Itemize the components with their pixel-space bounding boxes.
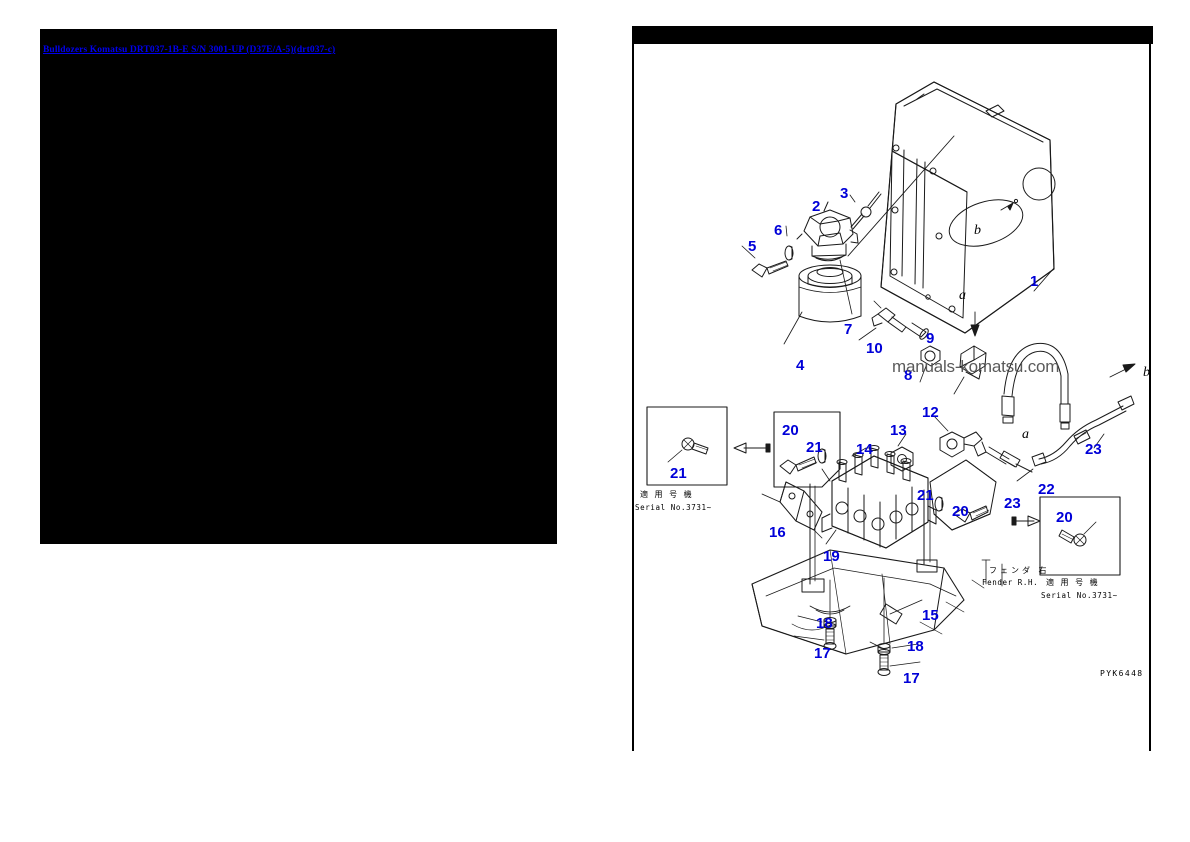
hydraulic-tank-body [847, 81, 1056, 334]
drawing-code: PYK6448 [1100, 669, 1144, 678]
callout-10: 10 [866, 340, 883, 357]
parts-line-art [646, 81, 1136, 676]
joint-12-13 [890, 415, 1033, 473]
serial-note-right-jp: 適 用 号 機 [1046, 578, 1100, 587]
control-valve-assembly [821, 445, 937, 549]
serial-note-left-jp: 適 用 号 機 [640, 490, 694, 499]
inset-box-middle [733, 411, 841, 488]
filter-head-assembly [796, 201, 859, 262]
callout-4: 4 [796, 357, 805, 374]
serial-note-left-en: Serial No.3731~ [635, 503, 712, 512]
dipstick-rod [849, 191, 882, 230]
callout-13: 13 [890, 422, 907, 439]
fender-plate [751, 549, 965, 655]
callout-1: 1 [1030, 273, 1039, 290]
callout-18-left: 18 [816, 615, 833, 632]
callout-17-left: 17 [814, 645, 831, 662]
callout-22: 22 [1038, 481, 1055, 498]
callout-19: 19 [823, 548, 840, 565]
callout-21-middle-inset: 21 [806, 439, 823, 456]
callout-7: 7 [844, 321, 853, 338]
callout-20-right-inset: 20 [1056, 509, 1073, 526]
callout-21-valve: 21 [917, 487, 934, 504]
section-letter-a-upper: a [959, 288, 966, 303]
serial-note-right-en: Serial No.3731~ [1041, 591, 1118, 600]
hose-fittings [858, 300, 987, 395]
right-bracket-fasteners [916, 459, 997, 573]
callout-5: 5 [748, 238, 757, 255]
callout-14: 14 [856, 441, 873, 458]
parts-diagram-frame: 5 6 2 3 1 4 7 10 8 9 12 13 14 20 21 21 2… [632, 26, 1153, 751]
callout-15: 15 [922, 607, 939, 624]
callout-18-right: 18 [907, 638, 924, 655]
callout-8: 8 [904, 367, 913, 384]
callout-20-valve: 20 [952, 503, 969, 520]
washer-bolt-left [793, 579, 837, 650]
inset-box-left [646, 406, 728, 486]
fender-callout-lines [971, 559, 1003, 589]
fender-note-en: Fender R.H. [982, 578, 1039, 587]
filter-element [783, 259, 862, 345]
callout-23-lower: 23 [1004, 495, 1021, 512]
fender-note-jp: フェンダ 右 [989, 566, 1050, 575]
diagram-canvas: 5 6 2 3 1 4 7 10 8 9 12 13 14 20 21 21 2… [634, 44, 1153, 751]
callout-2: 2 [812, 198, 821, 215]
callout-6: 6 [774, 222, 783, 239]
parts-catalog-link[interactable]: Bulldozers Komatsu DRT037-1B-E S/N 3001-… [43, 45, 336, 55]
broken-image-placeholder: Bulldozers Komatsu DRT037-1B-E S/N 3001-… [40, 29, 557, 544]
callout-9: 9 [926, 330, 935, 347]
callout-16: 16 [769, 524, 786, 541]
washer-bolt-right [877, 577, 921, 676]
callout-3: 3 [840, 185, 849, 202]
callout-17-right: 17 [903, 670, 920, 687]
inset-box-right [1011, 496, 1121, 576]
mounting-bracket [761, 481, 825, 593]
callout-20-middle-inset: 20 [782, 422, 799, 439]
bolt-and-washer [741, 225, 794, 278]
section-letter-a-lower: a [1022, 427, 1029, 442]
hydraulic-hose-loop [1001, 342, 1071, 430]
tube-upper-right [1016, 363, 1136, 482]
section-letter-b-tank: b [974, 223, 981, 238]
diagram-title-bar [634, 26, 1153, 44]
callout-12: 12 [922, 404, 939, 421]
section-letter-b-tube: b [1143, 365, 1150, 380]
callout-21-left-inset: 21 [670, 465, 687, 482]
site-watermark: manuals-komatsu.com [892, 357, 1060, 376]
callout-23-upper: 23 [1085, 441, 1102, 458]
